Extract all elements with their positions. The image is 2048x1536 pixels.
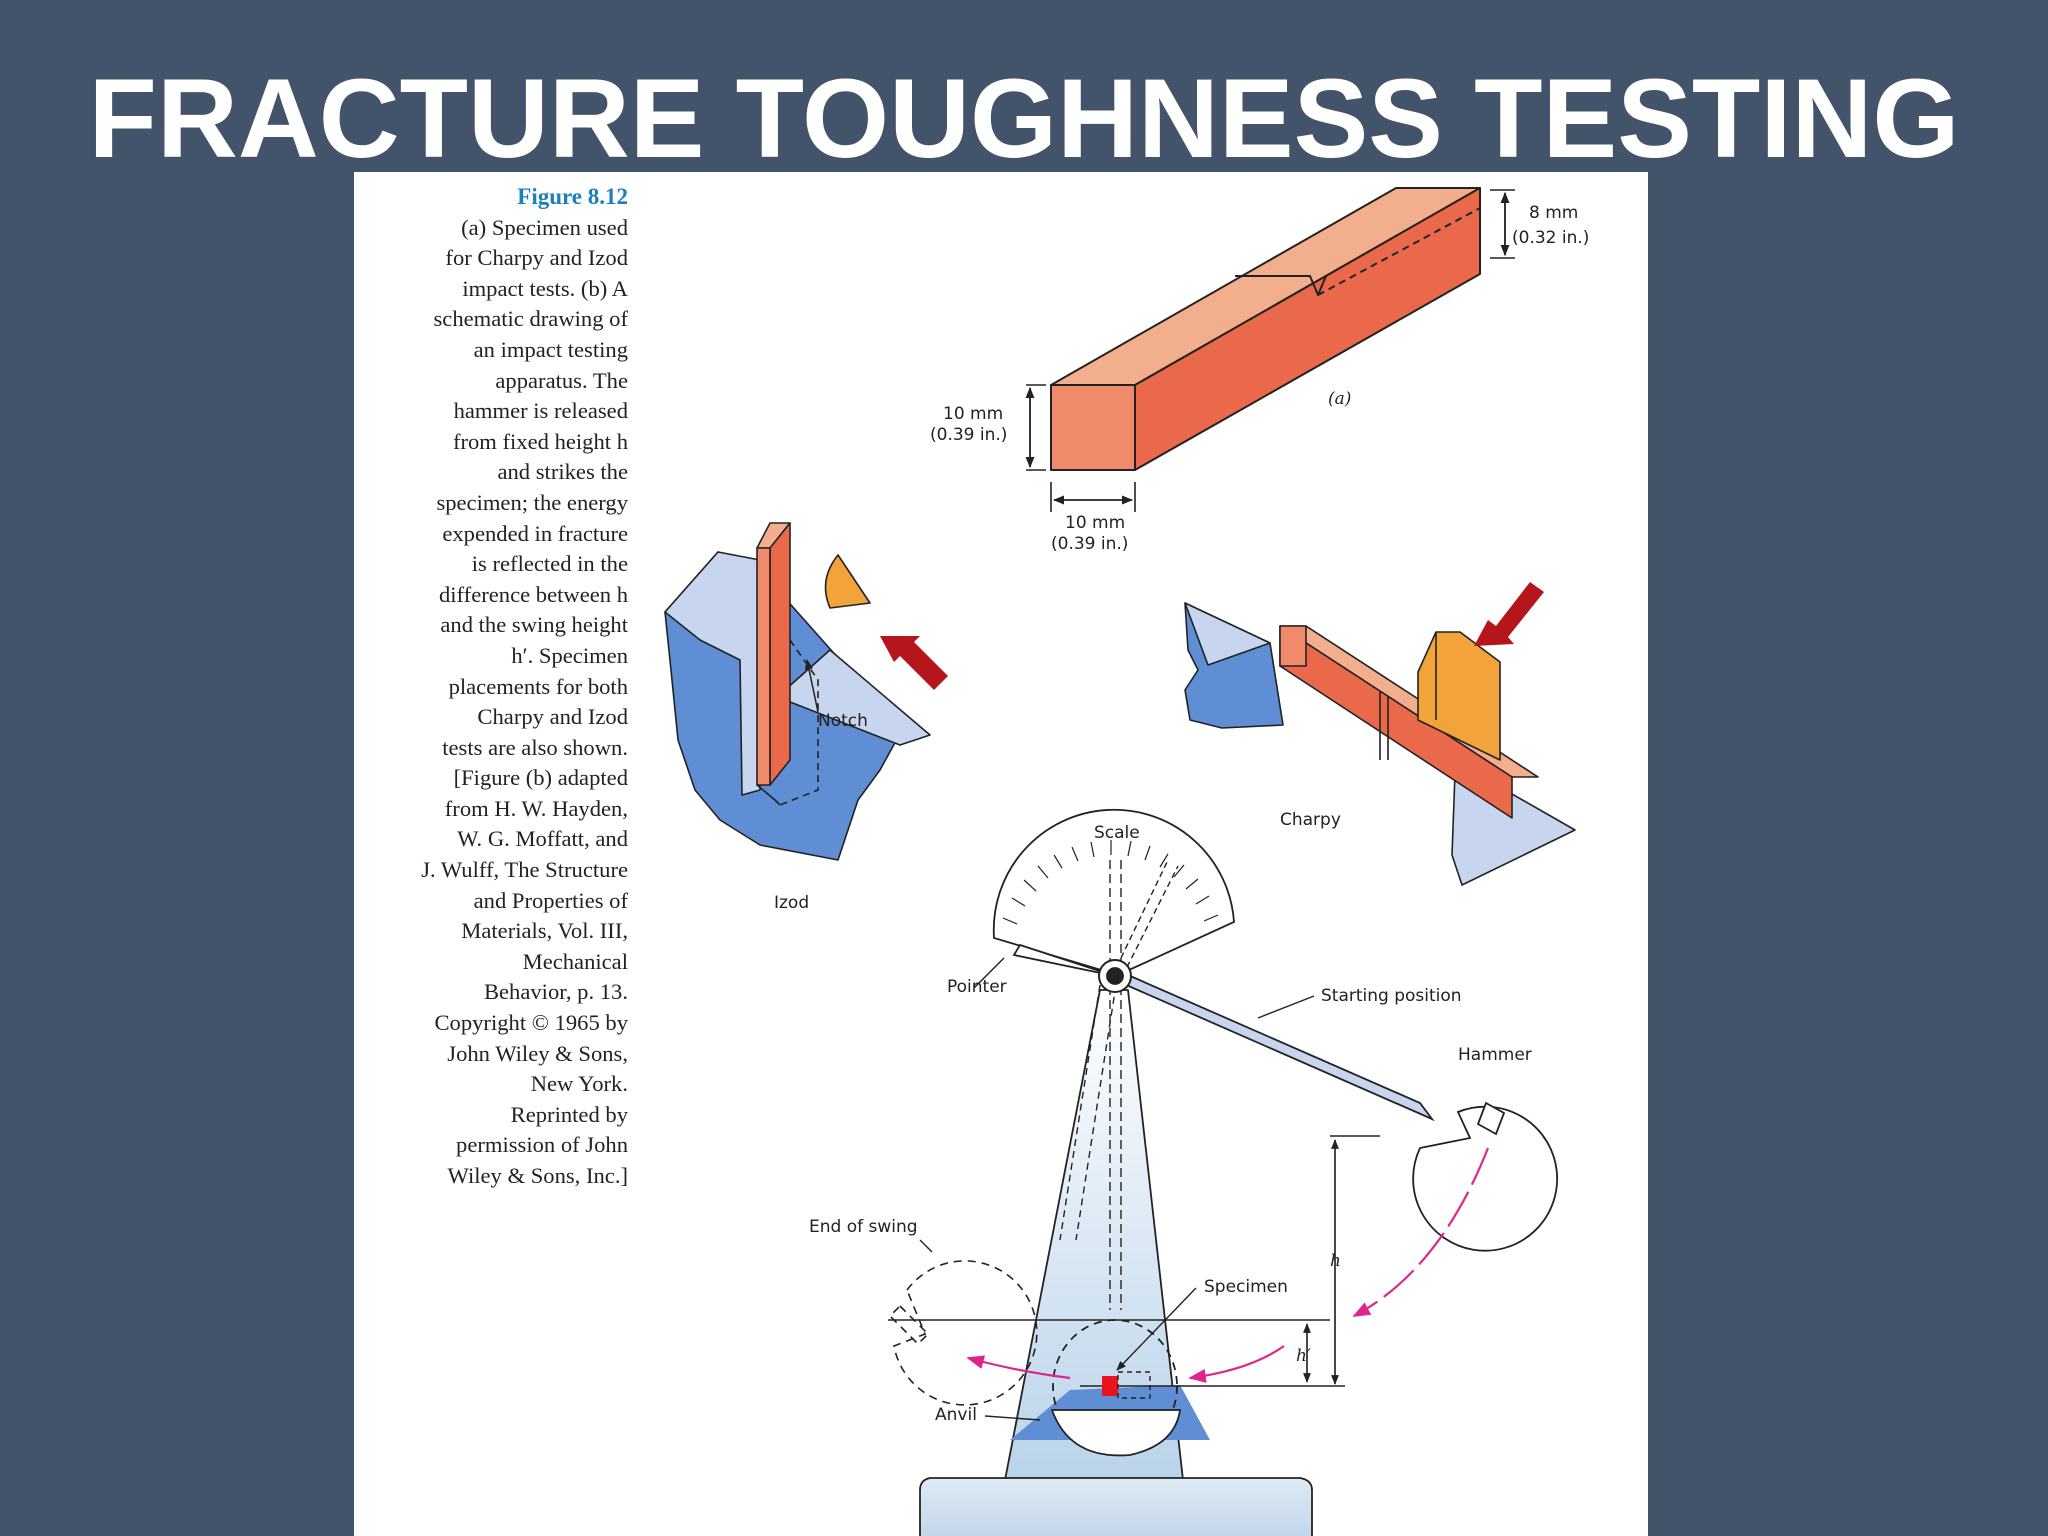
end-of-swing-hammer	[888, 1260, 1038, 1406]
pendulum-arm	[1098, 959, 1559, 1252]
izod-setup	[664, 522, 931, 861]
hammer-label: Hammer	[1458, 1045, 1532, 1065]
caption-line: W. G. Moffatt, and	[457, 826, 628, 852]
anvil-label: Anvil	[935, 1405, 977, 1425]
caption-line: and Properties of	[473, 887, 628, 913]
swing-arrows	[966, 1147, 1490, 1383]
caption-line: schematic drawing of	[433, 306, 629, 332]
caption-line: and strikes the	[497, 459, 628, 485]
caption-line: Charpy and Izod	[477, 704, 628, 730]
side-mm-label: 10 mm	[943, 404, 1003, 424]
h-label: h	[1330, 1251, 1341, 1271]
charpy-setup	[1184, 602, 1576, 886]
part-a-label: (a)	[1328, 389, 1351, 409]
izod-label: Izod	[774, 893, 809, 913]
caption-line: placements for both	[448, 673, 628, 699]
width-in-label: (0.39 in.)	[1051, 534, 1128, 554]
caption-line: hammer is released	[453, 398, 628, 424]
specimen-label: Specimen	[1204, 1277, 1288, 1297]
starting-position-label: Starting position	[1321, 986, 1462, 1006]
pointer-label: Pointer	[947, 977, 1007, 997]
caption-line: Behavior, p. 13.	[483, 979, 628, 1005]
caption-line: permission of John	[456, 1132, 628, 1158]
figure-label: Figure 8.12	[517, 184, 628, 209]
caption-line: [Figure (b) adapted	[453, 765, 628, 791]
caption-line: (a) Specimen used	[461, 214, 628, 240]
end-of-swing-label: End of swing	[809, 1217, 918, 1237]
caption-line: from fixed height h	[452, 428, 628, 454]
h-prime-label: h′	[1296, 1346, 1311, 1366]
caption-line: tests are also shown.	[442, 734, 628, 760]
caption-line: h′. Specimen	[511, 642, 628, 668]
caption-line: Mechanical	[522, 948, 628, 974]
charpy-force-arrow	[1474, 582, 1544, 646]
figure-panel	[354, 172, 1648, 1536]
caption-line: is reflected in the	[471, 551, 628, 577]
figure-caption: Figure 8.12 (a) Specimen used for Charpy …	[384, 182, 628, 1192]
caption-line: from H. W. Hayden,	[444, 795, 628, 821]
caption-line: J. Wulff, The Structure	[421, 857, 628, 883]
caption-line: specimen; the energy	[436, 489, 628, 515]
caption-text: (a) Specimen used for Charpy and Izod impa…	[384, 213, 628, 1192]
caption-line: an impact testing	[473, 336, 628, 362]
caption-line: and the swing height	[440, 612, 628, 638]
caption-line: difference between h	[438, 581, 628, 607]
height-mm-label: 8 mm	[1529, 203, 1578, 223]
charpy-label: Charpy	[1280, 810, 1341, 830]
specimen-bar	[1050, 187, 1481, 471]
specimen-dimensions	[1025, 189, 1515, 512]
side-in-label: (0.39 in.)	[930, 425, 1007, 445]
notch-label: Notch	[818, 711, 868, 731]
slide-title: FRACTURE TOUGHNESS TESTING	[88, 56, 1960, 181]
caption-line: Copyright © 1965 by	[434, 1010, 628, 1036]
height-in-label: (0.32 in.)	[1512, 228, 1589, 248]
caption-line: apparatus. The	[495, 367, 628, 393]
caption-line: Wiley & Sons, Inc.]	[447, 1163, 628, 1188]
caption-line: Reprinted by	[510, 1101, 628, 1127]
width-mm-label: 10 mm	[1065, 513, 1125, 533]
height-markers	[888, 1135, 1380, 1387]
caption-line: for Charpy and Izod	[445, 245, 628, 271]
scale-label: Scale	[1094, 823, 1140, 843]
caption-line: New York.	[530, 1071, 628, 1097]
caption-line: Materials, Vol. III,	[461, 918, 628, 944]
test-specimen	[1102, 1376, 1118, 1396]
caption-line: expended in fracture	[442, 520, 628, 546]
caption-line: impact tests. (b) A	[462, 275, 628, 301]
caption-line: John Wiley & Sons,	[447, 1040, 628, 1066]
izod-force-arrow	[880, 636, 948, 690]
apparatus	[919, 989, 1313, 1536]
